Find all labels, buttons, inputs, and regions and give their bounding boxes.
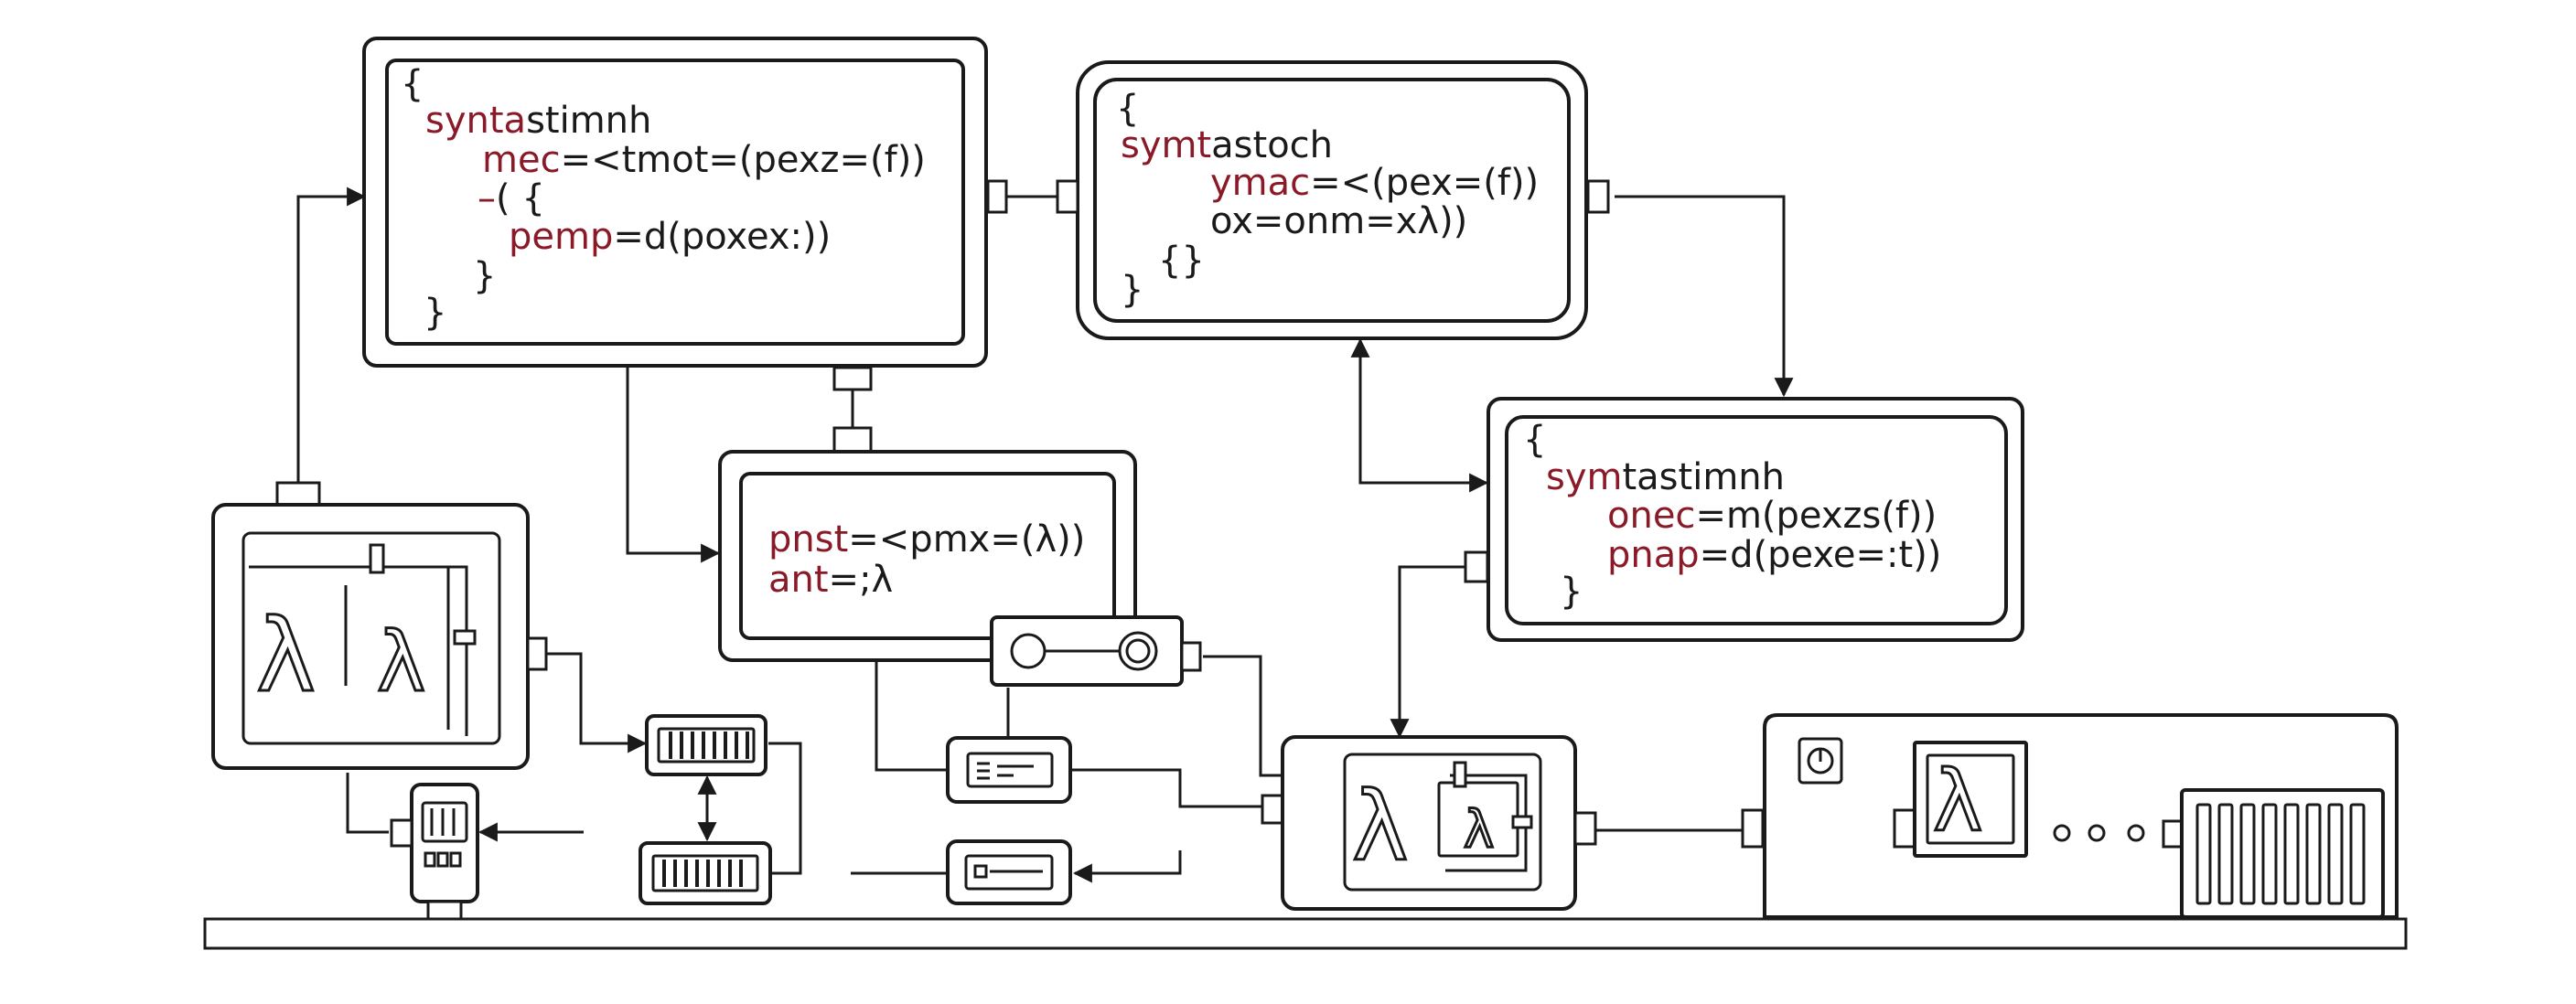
right-panel: λ	[1741, 713, 2399, 919]
code2-line1: symtastoch	[1121, 124, 1333, 166]
code2-open: {	[1116, 88, 1139, 130]
left-lambda-right-port	[526, 636, 548, 671]
code4-line1: symtastimnh	[1546, 456, 1785, 498]
code-box-3: pnst=<pmx=(λ)) ant=;λ	[718, 426, 1137, 662]
code2-line3: ox=onm=xλ))	[1210, 200, 1467, 242]
code-box-2: { symtastoch ymac=<(pex=(f)) ox=onm=xλ))…	[1056, 60, 1610, 340]
code4-left-port	[1464, 550, 1489, 583]
wire-moduleA-to-center	[1072, 768, 1262, 808]
code4-line2: onec=m(pexzs(f))	[1607, 495, 1937, 537]
code2-left-port	[1056, 179, 1079, 214]
lambda-icon: λ	[256, 597, 316, 714]
code1-line3: –( {	[478, 177, 545, 219]
wire-toggle-to-center	[1203, 655, 1281, 777]
wire-lambda-to-code1	[296, 187, 367, 485]
code1-line2: mec=<tmot=(pexz=(f))	[482, 139, 926, 181]
code2-close: }	[1121, 269, 1143, 311]
module-b	[946, 839, 1072, 905]
toggle-switch-icon	[990, 615, 1202, 687]
left-lambda-top-port	[275, 481, 321, 507]
memory-module-icon	[639, 841, 772, 905]
code4-open: {	[1523, 419, 1546, 461]
wire-code4-to-center-lambda	[1390, 565, 1465, 739]
code2-line2: ymac=<(pex=(f))	[1210, 162, 1539, 204]
memory-module-icon	[645, 714, 767, 776]
power-icon	[1798, 737, 1843, 785]
left-lambda-module: λ λ	[211, 481, 548, 770]
code1-line5: }	[473, 255, 496, 297]
code1-line4: pemp=d(poxex:))	[509, 216, 831, 258]
module-a	[946, 736, 1072, 804]
code1-close: }	[424, 292, 446, 334]
code4-line3: pnap=d(pexe=:t))	[1607, 534, 1941, 576]
lambda-icon: λ	[1464, 800, 1494, 860]
heatsink-icon	[2180, 788, 2385, 919]
lambda-icon: λ	[1933, 753, 1982, 850]
base-rail	[203, 917, 2408, 950]
lambda-icon: λ	[1352, 771, 1409, 882]
code2-line4: {}	[1158, 240, 1205, 282]
wire-code2-to-code4	[1615, 195, 1794, 398]
lambda-icon: λ	[377, 614, 425, 710]
code1-right-port	[986, 179, 1008, 214]
code1-open: {	[401, 63, 424, 105]
code1-bottom-port	[832, 366, 873, 391]
code2-right-port	[1586, 179, 1610, 214]
code4-close: }	[1560, 571, 1583, 613]
center-lambda-module: λ λ	[1261, 735, 1597, 911]
code-box-4: { symtastimnh onec=m(pexzs(f)) pnap=d(pe…	[1464, 397, 2024, 642]
wire-lambda-to-memory-top	[545, 652, 648, 753]
wire-code1-to-code3	[626, 368, 721, 563]
wire-lambda-to-controller	[346, 773, 389, 834]
wire-memory-right-loop	[768, 742, 802, 875]
wire-center-to-moduleB	[1072, 850, 1182, 883]
code1-line1: syntastimnh	[425, 100, 651, 142]
code3-line1: pnst=<pmx=(λ))	[768, 518, 1085, 561]
code3-line2: ant=;λ	[768, 559, 893, 601]
controller-device	[390, 783, 479, 922]
wire-code3-to-moduleA	[875, 662, 947, 772]
code3-top-port	[832, 426, 873, 454]
wire-code2-code4-bidirectional	[1350, 337, 1489, 493]
code-box-1: { syntastimnh mec=<tmot=(pexz=(f)) –( { …	[362, 37, 1008, 391]
